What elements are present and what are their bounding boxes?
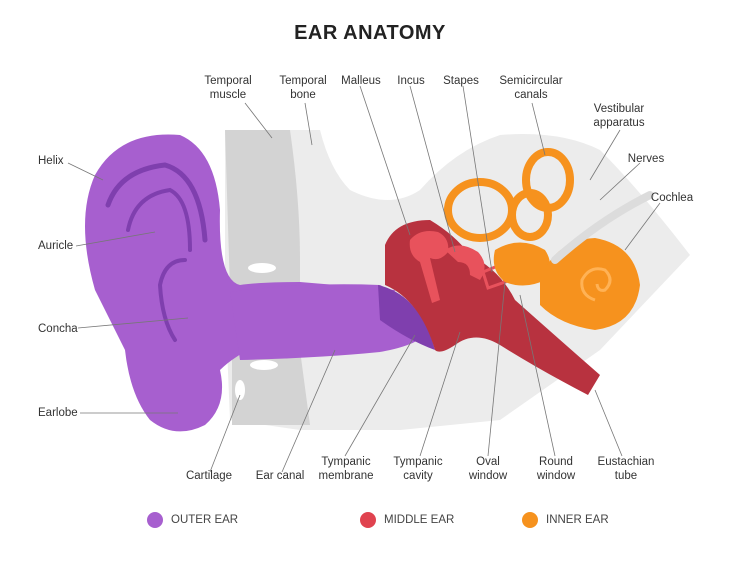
incus-shape xyxy=(445,245,485,280)
bone-highlight-bottom xyxy=(250,360,278,370)
malleus-shape xyxy=(409,231,449,303)
nerve-shape xyxy=(551,191,654,264)
cochlea-spiral xyxy=(580,267,612,302)
label-oval-window: Oval window xyxy=(468,456,508,482)
label-helix: Helix xyxy=(38,155,64,167)
page-title: EAR ANATOMY xyxy=(294,22,446,44)
label-temporal-bone: Temporal bone xyxy=(279,75,327,101)
label-semicircular-canals: Semicircular canals xyxy=(499,75,563,101)
label-temporal-muscle: Temporal muscle xyxy=(204,75,252,101)
legend-inner-ear-label: INNER EAR xyxy=(546,514,609,526)
legend-outer-ear-dot xyxy=(147,512,163,528)
helix-fold xyxy=(105,162,208,243)
legend-outer-ear: OUTER EAR xyxy=(147,512,238,528)
bone-lower-shape xyxy=(232,350,310,425)
legend-outer-ear-label: OUTER EAR xyxy=(171,514,239,526)
label-nerves: Nerves xyxy=(627,153,665,165)
legend-middle-ear-label: MIDDLE EAR xyxy=(384,514,455,526)
bone-highlight-top xyxy=(248,263,276,273)
legend-inner-ear-dot xyxy=(522,512,538,528)
legend-middle-ear: MIDDLE EAR xyxy=(360,512,454,528)
antihelix-fold xyxy=(126,187,192,252)
temporal-muscle-shape xyxy=(225,130,300,290)
label-malleus: Malleus xyxy=(341,75,381,87)
cochlea-shape xyxy=(540,238,640,330)
label-auricle: Auricle xyxy=(38,240,74,252)
label-tympanic-membrane: Tympanic membrane xyxy=(318,456,374,482)
legend-middle-ear-dot xyxy=(360,512,376,528)
label-ear-canal: Ear canal xyxy=(255,470,305,482)
vestibule-shape xyxy=(493,242,550,286)
auricle-shape xyxy=(85,134,395,432)
leader-lines xyxy=(67,85,661,473)
cartilage-highlight xyxy=(235,380,245,400)
concha-fold xyxy=(157,258,187,342)
label-earlobe: Earlobe xyxy=(38,407,78,419)
label-incus: Incus xyxy=(397,75,425,87)
label-cochlea: Cochlea xyxy=(650,192,694,204)
label-stapes: Stapes xyxy=(443,75,479,87)
label-concha: Concha xyxy=(38,323,78,335)
legend-inner-ear: INNER EAR xyxy=(522,512,609,528)
label-eustachian-tube: Eustachian tube xyxy=(597,456,655,482)
label-tympanic-cavity: Tympanic cavity xyxy=(393,456,443,482)
label-cartilage: Cartilage xyxy=(185,470,233,482)
label-vestibular-apparatus: Vestibular apparatus xyxy=(593,103,645,129)
semicircular-canals-shape xyxy=(444,148,574,242)
label-round-window: Round window xyxy=(536,456,576,482)
tympanic-membrane-shape xyxy=(378,285,435,350)
tympanic-cavity-shape xyxy=(385,220,600,395)
